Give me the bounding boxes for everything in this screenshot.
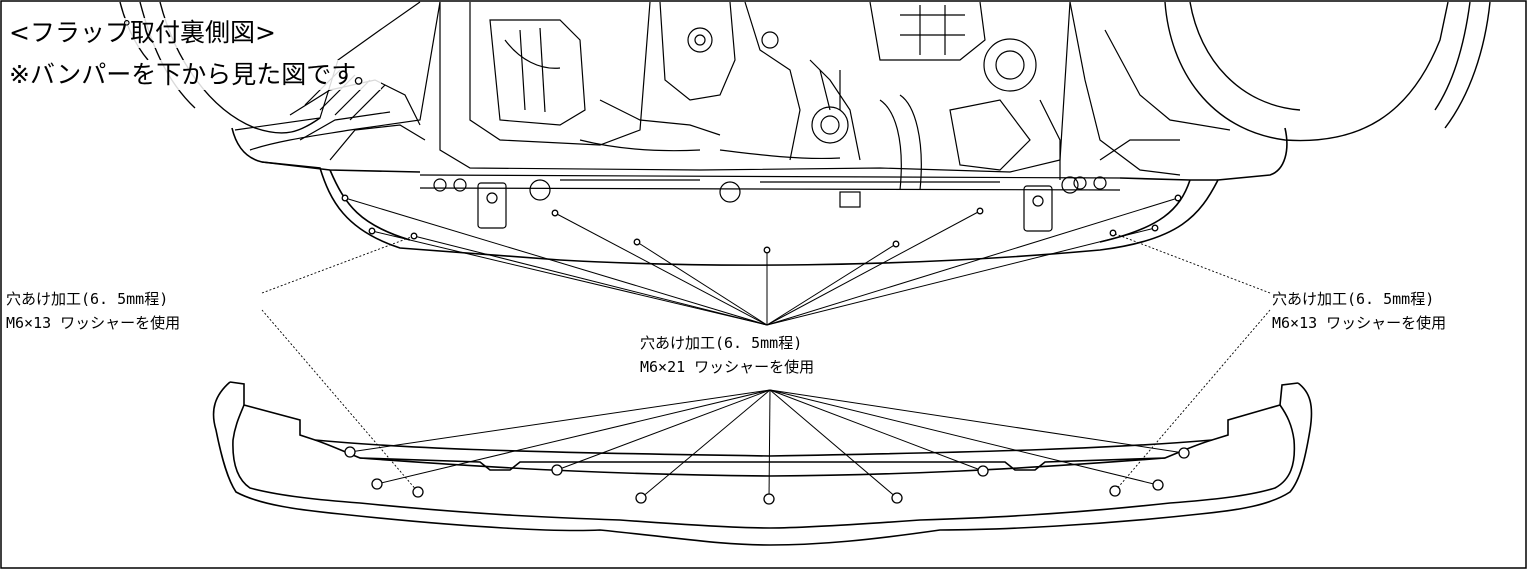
lower-hole [635, 492, 647, 504]
center-leader-upper-6 [766, 197, 1179, 326]
right-callout-line2: M6×13 ワッシャーを使用 [1272, 312, 1447, 334]
center-leader-upper-1 [554, 212, 768, 326]
center-leader-lower-0 [349, 389, 771, 453]
diagram-subtitle: ※バンパーを下から見た図です。 [7, 60, 381, 90]
center-leader-lower-2 [556, 389, 771, 471]
lower-hole [344, 446, 356, 458]
upper-hole [633, 238, 641, 246]
center-leader-upper-left-0 [371, 230, 768, 326]
center-leader-upper-0 [344, 197, 768, 326]
upper-hole [341, 194, 349, 202]
center-leader-lower-3 [640, 389, 771, 499]
upper-hole [551, 209, 559, 217]
center-leader-upper-2 [636, 241, 768, 326]
left-leader-upper [261, 235, 415, 294]
upper-hole [976, 207, 984, 215]
lower-hole [1178, 447, 1190, 459]
upper-hole [763, 246, 771, 254]
right-callout-line1: 穴あけ加工(6. 5mm程) [1272, 288, 1435, 310]
left-leader-lower [261, 309, 419, 493]
upper-hole-right [1109, 229, 1117, 237]
lower-hole [1152, 479, 1164, 491]
lower-flap-part [212, 381, 1313, 546]
center-callout-line2: M6×21 ワッシャーを使用 [640, 356, 815, 378]
center-leader-lower-8 [769, 389, 1185, 454]
upper-hole-markers [341, 194, 1182, 254]
right-tire [1164, 1, 1491, 142]
upper-hole-left [410, 232, 418, 240]
left-callout-line2: M6×13 ワッシャーを使用 [6, 312, 181, 334]
center-leader-upper-7 [766, 227, 1156, 326]
lower-hole [977, 465, 989, 477]
diagram-title: <フラップ取付裏側図> [7, 18, 278, 48]
lower-hole-left [412, 486, 424, 498]
upper-hole [892, 240, 900, 248]
callout-leaders [261, 197, 1271, 500]
center-leader-upper-left-1 [413, 235, 768, 326]
center-leader-upper-5 [766, 210, 981, 326]
right-leader-lower [1114, 309, 1271, 492]
center-leader-lower-7 [769, 389, 1159, 486]
center-leader-lower-5 [769, 389, 898, 499]
upper-hole-left [368, 227, 376, 235]
lower-hole [763, 493, 775, 505]
center-leader-lower-6 [769, 389, 984, 472]
center-callout-line1: 穴あけ加工(6. 5mm程) [640, 332, 803, 354]
left-callout-line1: 穴あけ加工(6. 5mm程) [6, 288, 169, 310]
right-leader-upper [1112, 232, 1271, 294]
lower-hole [891, 492, 903, 504]
center-leader-lower-1 [376, 389, 771, 485]
upper-bumper-lip [231, 127, 1288, 266]
lower-hole [551, 464, 563, 476]
lower-hole-markers [344, 446, 1190, 505]
engine-bay [234, 1, 1231, 232]
upper-hole [1174, 194, 1182, 202]
center-leader-lower-4 [768, 389, 771, 500]
center-leader-upper-4 [766, 243, 897, 326]
lower-hole-right [1109, 485, 1121, 497]
upper-hole [1151, 224, 1159, 232]
lower-hole [371, 478, 383, 490]
